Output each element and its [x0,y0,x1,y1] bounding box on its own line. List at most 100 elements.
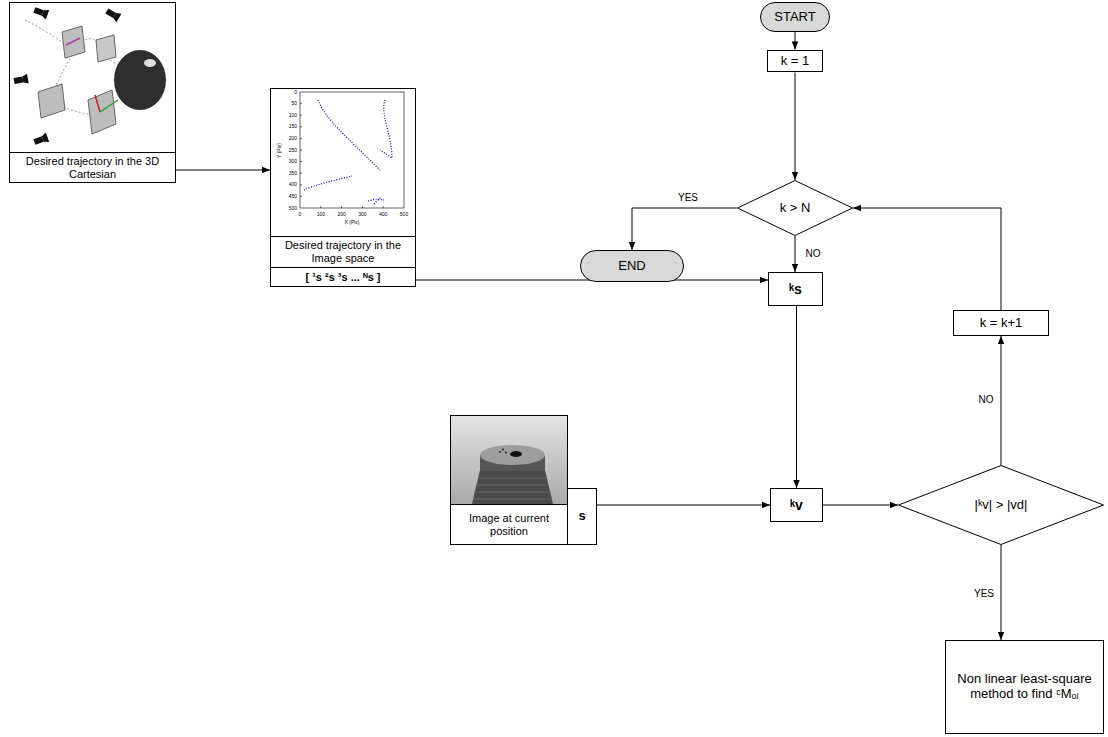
axis-title: X (Pix) [335,219,369,226]
tick-label: 300 [263,158,297,165]
process-box: ᵏv [770,488,823,522]
drawing-part [41,133,49,144]
tick-label: 150 [263,123,297,130]
branch-label: NO [979,394,994,406]
tick-label: 200 [263,135,297,142]
camera-icon [104,7,121,23]
process-box: Non linear least-square method to find ᶜ… [945,640,1104,734]
drawing-part [22,74,29,85]
tick-label: 200 [325,211,359,218]
text-cell: Desired trajectory in the Image space [271,237,415,267]
text-cell: [ ¹s ²s ³s ... ᴺs ] [271,268,415,286]
node-text: k = 1 [781,54,810,69]
process-box: ᵏs [768,272,823,306]
flow-arrow [176,170,270,171]
flow-arrow [795,72,796,180]
tick-label: 250 [263,147,297,154]
cartesian-illustration [10,3,176,183]
text-cell: s [568,489,596,544]
node-text: k > N [780,201,811,216]
plot-panel: Desired trajectory in the Image space [ ¹… [270,88,416,287]
edge-label-patch: NO [804,248,823,260]
cell-divider [10,152,176,153]
flow-arrow [597,505,770,506]
edge-label-patch: NO [977,394,996,406]
object-stripes [473,478,552,499]
tick-label: 450 [263,193,297,200]
node-text: k = k+1 [980,316,1023,331]
marker-dot [502,449,504,451]
axis-label-holder: 200 [263,135,297,142]
tick-label: 0 [283,211,317,218]
tick-label: 400 [366,211,400,218]
terminator: START [760,2,830,32]
tick-label: 500 [263,205,297,212]
camera-icon [33,133,50,147]
decision-diamond: k > N [737,180,853,236]
branch-label: YES [974,588,994,600]
panel-frame [271,89,416,287]
drawing-part [33,7,44,16]
axis-label-holder: 200 [325,211,359,218]
decision-diamond: |ᵏv| > |vd| [898,465,1104,545]
flow-arrow [1001,545,1002,640]
axis-label-holder: 100 [304,211,338,218]
cell-divider [271,236,416,237]
axis-label-holder: 400 [366,211,400,218]
axis-line [95,95,100,112]
axis-label-holder: 0 [263,89,297,96]
process-box: k = k+1 [953,310,1049,336]
tick-marks [300,104,383,208]
flow-arrow [796,306,797,488]
image-frame [451,416,568,505]
node-text: END [618,259,645,274]
marker-dot [499,451,501,453]
plot-illustration [271,89,416,287]
text-cell: Image at current position [451,505,567,544]
drawing-part [112,11,121,22]
node-text: |ᵏv| > |vd| [975,498,1028,513]
caption-cell [451,505,568,545]
object-top [480,445,545,465]
axis-label-holder: 400 [263,181,297,188]
node-text: ᵏv [790,497,803,513]
image-plane [88,90,116,134]
axis-label-holder: 300 [263,158,297,165]
node-text: ᵏs [789,281,802,297]
camera-icon [33,5,50,19]
flow-arrow [795,236,796,272]
axis-label-holder: 500 [263,205,297,212]
cell-divider [271,267,416,268]
tick-label: 0 [263,89,297,96]
image-plane [96,35,116,62]
caption-text: Desired trajectory in the 3D Cartesian [13,155,172,180]
tick-label: 300 [345,211,379,218]
axis-label-holder: 0 [283,211,317,218]
node-text: START [774,10,815,25]
caption-text: Desired trajectory in the Image space [274,239,412,264]
plot-axes [300,92,404,208]
flow-arrow [1001,336,1002,465]
axis-label-holder: 500 [387,211,421,218]
axis-label-holder: 250 [263,147,297,154]
edge-label-patch: YES [676,192,700,204]
tick-label: 50 [263,100,297,107]
object-disc [114,50,166,110]
process-box: k = 1 [767,50,823,73]
flow-arrow [853,208,1001,310]
node-text: Non linear least-square method to find ᶜ… [951,672,1098,702]
tick-label: 350 [263,170,297,177]
vector-cell [568,489,597,545]
diamond-shape [738,181,853,236]
axis-label-holder: 300 [345,211,379,218]
vector-text: s [578,509,585,524]
axis-label-holder: 350 [263,170,297,177]
axis-label-holder: X (Pix) [335,219,369,226]
diamond-shape [899,466,1104,545]
flow-arrow [632,208,737,250]
axis-line [100,100,118,112]
image-plane [62,26,85,58]
